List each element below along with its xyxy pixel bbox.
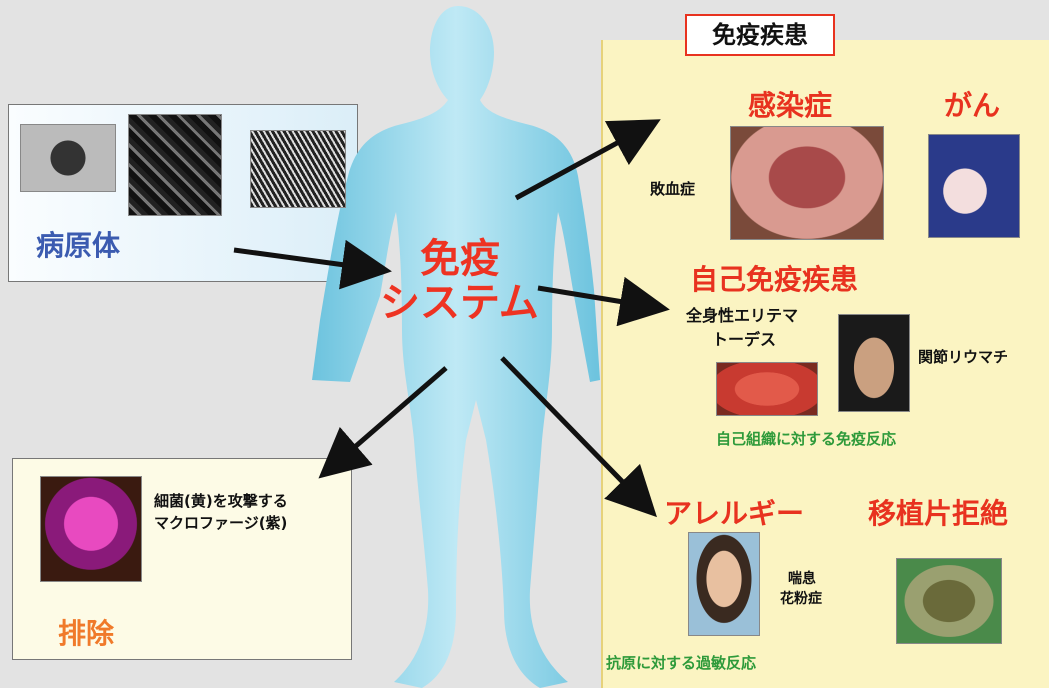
- arrow-to-allergy: [502, 358, 650, 510]
- arrow-pathogen-to-immune: [234, 250, 382, 270]
- arrow-to-elimination: [326, 368, 446, 472]
- arrow-to-infection: [516, 124, 652, 198]
- arrow-to-autoimmune: [538, 288, 660, 308]
